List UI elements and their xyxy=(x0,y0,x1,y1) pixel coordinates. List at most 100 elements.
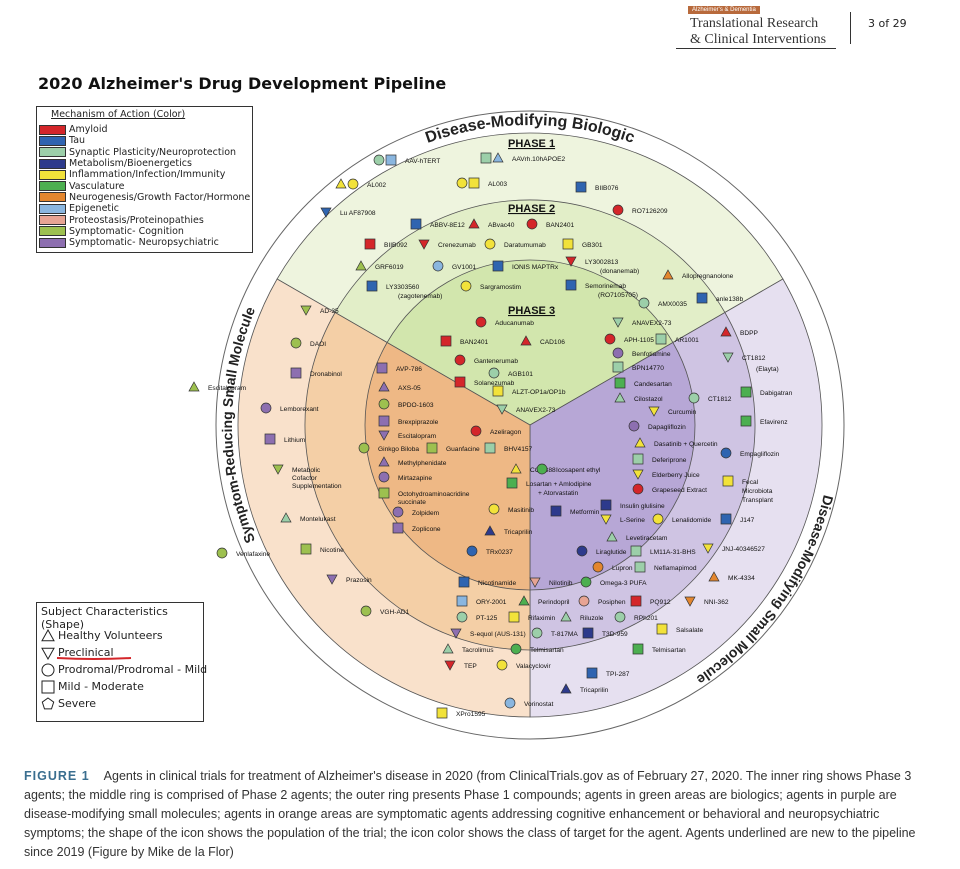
agent-label: BAN2401 xyxy=(460,339,489,346)
agent-label: GRF6019 xyxy=(375,264,404,271)
agent-square-icon xyxy=(632,453,644,465)
agent-label: Rifaximin xyxy=(528,615,555,622)
agent-square-icon xyxy=(655,333,667,345)
agent-label: Escitalopram xyxy=(208,385,247,392)
agent-label: BDPP xyxy=(740,330,759,337)
agent-circle-icon xyxy=(632,483,644,495)
agent-tri-icon xyxy=(468,218,480,229)
agent-label: XPro1595 xyxy=(456,711,486,718)
agent-label: Dabigatran xyxy=(760,390,793,397)
agent-label: TRx0237 xyxy=(486,549,513,556)
mechanism-color-swatch xyxy=(39,203,66,214)
shape-legend-title: Subject Characteristics (Shape) xyxy=(41,605,168,631)
mechanism-color-swatch xyxy=(39,181,66,192)
agent-circle-icon xyxy=(290,337,302,349)
phase-label: PHASE 2 xyxy=(508,203,555,215)
shape-legend-label: Severe xyxy=(58,697,97,710)
agent-tri-down-icon xyxy=(300,305,312,316)
agent-tri-down-icon xyxy=(496,404,508,415)
mechanism-legend-label: Epigenetic xyxy=(69,203,120,215)
header-rule xyxy=(676,48,836,49)
agent-square-icon xyxy=(484,442,496,454)
agent-label: GB301 xyxy=(582,242,603,249)
agent-circle-icon xyxy=(638,297,650,309)
agent-tri-down-icon xyxy=(418,239,430,250)
pipeline-diagram: Disease-Modifying BiologicDisease-Modify… xyxy=(188,110,845,740)
phase-label: PHASE 1 xyxy=(508,138,555,150)
agent-square-icon xyxy=(378,415,390,427)
agent-tri-icon xyxy=(442,643,454,654)
agent-label: T3D-959 xyxy=(602,631,628,638)
mechanism-legend-row: Symptomatic- Cognition xyxy=(39,226,250,237)
agent-label: Posiphen xyxy=(598,599,626,606)
agent-label: succinate xyxy=(398,499,426,506)
agent-square-icon xyxy=(630,545,642,557)
agent-label: CT1812 xyxy=(742,355,766,362)
agent-square-icon xyxy=(600,499,612,511)
agent-label: Semorinemab xyxy=(585,283,626,290)
agent-label: APH-1105 xyxy=(624,337,654,344)
agent-label: BIIB076 xyxy=(595,185,619,192)
triangle-down-icon xyxy=(41,647,55,660)
agent-circle-icon xyxy=(592,561,604,573)
agent-label: Dapagliflozin xyxy=(648,424,686,431)
agent-square-icon xyxy=(456,595,468,607)
agent-label: Montelukast xyxy=(300,516,336,523)
mechanism-color-swatch xyxy=(39,237,66,248)
agent-square-icon xyxy=(720,513,732,525)
shape-legend-row: Preclinical xyxy=(41,644,207,661)
agent-square-icon xyxy=(656,623,668,635)
agent-label: Elderberry Juice xyxy=(652,472,700,479)
agent-label: Daratumumab xyxy=(504,242,546,249)
agent-label: Metformin xyxy=(570,509,600,516)
agent-label: Crenezumab xyxy=(438,242,476,249)
journal-title: Translational Research & Clinical Interv… xyxy=(690,16,826,48)
agent-label: Levetiracetam xyxy=(626,535,668,542)
agent-square-icon xyxy=(492,260,504,272)
agent-label: AAVrh.10hAPOE2 xyxy=(512,156,565,163)
agent-label: Empagliflozin xyxy=(740,451,780,458)
agent-label: Escitalopram xyxy=(398,433,437,440)
agent-tri-icon xyxy=(708,571,720,582)
mechanism-legend-label: Synaptic Plasticity/Neuroprotection xyxy=(69,146,237,158)
agent-label: Riluzole xyxy=(580,615,604,622)
agent-label: Ginkgo Biloba xyxy=(378,446,419,453)
agent-square-icon xyxy=(696,292,708,304)
agent-tri-icon xyxy=(518,595,530,606)
agent-tri-down-icon xyxy=(722,352,734,363)
agent-label: anle138b xyxy=(716,296,743,303)
mechanism-color-swatch xyxy=(39,135,66,146)
agent-tri-down-icon xyxy=(684,596,696,607)
agent-label: Transplant xyxy=(742,497,773,504)
agent-square-icon xyxy=(392,522,404,534)
agent-label: JNJ-40346527 xyxy=(722,546,765,553)
agent-label: Venlafaxine xyxy=(236,551,270,558)
agent-label: Prazosin xyxy=(346,577,372,584)
agent-label: AL002 xyxy=(367,182,386,189)
agent-circle-icon xyxy=(496,659,508,671)
agent-label: PQ912 xyxy=(650,599,671,606)
agent-circle-icon xyxy=(576,545,588,557)
agent-label: Grapeseed Extract xyxy=(652,487,707,494)
agent-label: Brexpiprazole xyxy=(398,419,439,426)
agent-tri-icon xyxy=(662,269,674,280)
journal-title-line2: & Clinical Interventions xyxy=(690,32,827,47)
agent-label: CAD106 xyxy=(540,339,565,346)
mechanism-legend-label: Amyloid xyxy=(69,124,108,136)
pentagon-icon xyxy=(41,696,55,709)
agent-label: Telmisartan xyxy=(652,647,686,654)
agent-circle-icon xyxy=(260,402,272,414)
agent-square-icon xyxy=(740,415,752,427)
agent-square-icon xyxy=(410,218,422,230)
mechanism-color-swatch xyxy=(39,169,66,180)
phase-label: PHASE 3 xyxy=(508,305,555,317)
agent-circle-icon xyxy=(460,280,472,292)
agent-tri-down-icon xyxy=(648,406,660,417)
agent-square-icon xyxy=(562,238,574,250)
agent-circle-icon xyxy=(614,611,626,623)
agent-circle-icon xyxy=(432,260,444,272)
